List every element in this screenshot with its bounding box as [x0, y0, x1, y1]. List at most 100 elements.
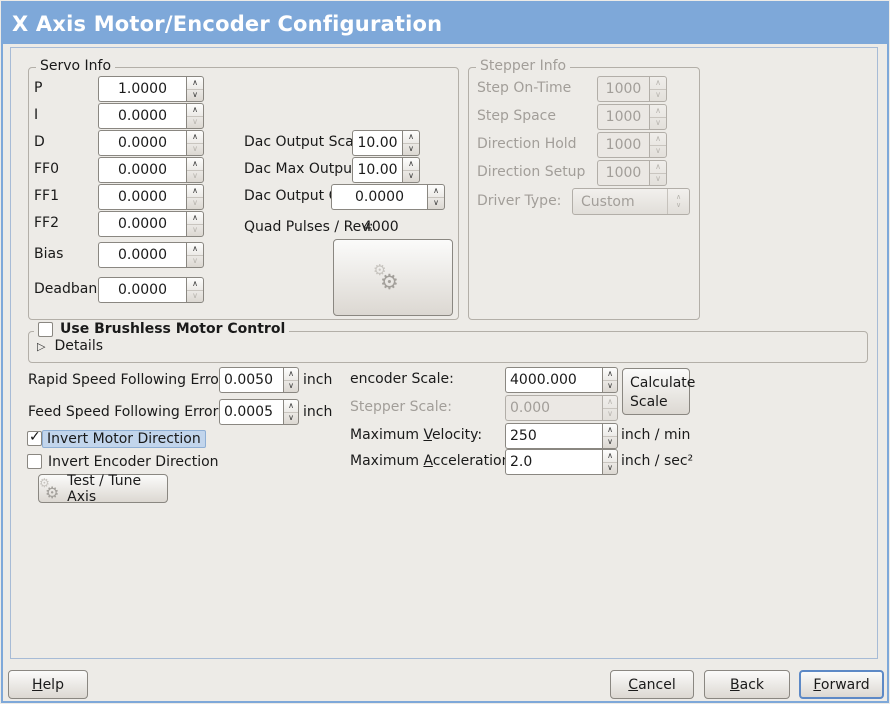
dac-max-output-spinbox[interactable]	[352, 157, 420, 183]
invert-motor-checkbox[interactable]	[27, 429, 42, 446]
spin-up-icon[interactable]	[187, 278, 203, 291]
spin-up-icon[interactable]	[187, 131, 203, 144]
details-label: Details	[54, 338, 104, 354]
gears-icon	[372, 259, 404, 297]
d-spinbox[interactable]	[98, 130, 204, 156]
spin-down-icon[interactable]	[403, 144, 419, 156]
spin-up-icon[interactable]	[603, 424, 617, 437]
ff1-spinbox[interactable]	[98, 184, 204, 210]
max-accel-spinbox[interactable]	[505, 449, 618, 475]
brushless-frame: Use Brushless Motor Control ▷ Details	[28, 321, 868, 363]
details-expander[interactable]: ▷ Details	[37, 338, 103, 354]
i-input[interactable]	[98, 103, 186, 129]
max-velocity-spinbox[interactable]	[505, 423, 618, 449]
spin-down-icon[interactable]	[603, 381, 617, 393]
spin-down-icon[interactable]	[187, 171, 203, 183]
spin-down-icon[interactable]	[187, 90, 203, 102]
p-spinbox[interactable]	[98, 76, 204, 102]
max-velocity-input[interactable]	[505, 423, 602, 449]
spin-up-icon[interactable]	[187, 104, 203, 117]
dac-output-scale-spinner	[402, 130, 420, 156]
spin-down-icon[interactable]	[603, 463, 617, 475]
stepper-scale-spinner	[602, 395, 618, 421]
ff0-spinner	[186, 157, 204, 183]
bias-label: Bias	[34, 246, 64, 262]
spin-up-icon[interactable]	[187, 185, 203, 198]
spin-down-icon[interactable]	[187, 144, 203, 156]
spin-down-icon	[650, 146, 666, 158]
bias-spinbox[interactable]	[98, 242, 204, 268]
max-accel-input[interactable]	[505, 449, 602, 475]
ff2-label: FF2	[34, 215, 60, 231]
deadband-spinner	[186, 277, 204, 303]
spin-up-icon[interactable]	[403, 158, 419, 171]
spin-up-icon[interactable]	[603, 368, 617, 381]
spin-up-icon[interactable]	[284, 400, 298, 413]
spin-down-icon[interactable]	[428, 198, 444, 210]
max-accel-label: Maximum Acceleration:	[350, 453, 516, 469]
i-spinbox[interactable]	[98, 103, 204, 129]
direction-hold-input	[597, 132, 649, 158]
spin-down-icon[interactable]	[603, 437, 617, 449]
ff1-input[interactable]	[98, 184, 186, 210]
ff0-spinbox[interactable]	[98, 157, 204, 183]
dac-output-offset-spinbox[interactable]	[331, 184, 445, 210]
step-on-time-input	[597, 76, 649, 102]
spin-down-icon[interactable]	[284, 381, 298, 393]
spin-down-icon[interactable]	[187, 198, 203, 210]
dac-max-output-input[interactable]	[352, 157, 402, 183]
use-brushless-checkbox[interactable]	[38, 321, 53, 337]
open-loop-servo-test-button[interactable]	[333, 239, 453, 316]
content-panel	[10, 47, 878, 659]
direction-hold-spinner	[649, 132, 667, 158]
encoder-scale-input[interactable]	[505, 367, 602, 393]
spin-up-icon[interactable]	[403, 131, 419, 144]
test-tune-axis-button[interactable]: Test / Tune Axis	[38, 473, 168, 505]
spin-up-icon[interactable]	[187, 243, 203, 256]
spin-down-icon[interactable]	[284, 413, 298, 425]
invert-motor-label[interactable]: Invert Motor Direction	[42, 430, 206, 448]
spin-down-icon[interactable]	[403, 171, 419, 183]
help-button[interactable]: Help	[8, 670, 88, 699]
spin-up-icon[interactable]	[187, 77, 203, 90]
ff0-input[interactable]	[98, 157, 186, 183]
p-input[interactable]	[98, 76, 186, 102]
deadband-spinbox[interactable]	[98, 277, 204, 303]
calculate-scale-button[interactable]: Calculate Scale	[622, 368, 695, 415]
spin-down-icon[interactable]	[187, 256, 203, 268]
rapid-error-spinbox[interactable]	[219, 367, 299, 393]
spin-up-icon[interactable]	[428, 185, 444, 198]
encoder-scale-spinbox[interactable]	[505, 367, 618, 393]
combo-arrows-icon: ∧∨	[667, 189, 689, 214]
back-button[interactable]: Back	[704, 670, 790, 699]
spin-up-icon[interactable]	[187, 212, 203, 225]
invert-encoder-label[interactable]: Invert Encoder Direction	[48, 454, 219, 470]
rapid-error-input[interactable]	[219, 367, 283, 393]
spin-up-icon[interactable]	[603, 450, 617, 463]
spin-up-icon[interactable]	[284, 368, 298, 381]
calculate-scale-line: Calculate	[630, 375, 696, 391]
feed-error-spinbox[interactable]	[219, 399, 299, 425]
forward-button[interactable]: Forward	[799, 670, 884, 699]
stepper-scale-label: Stepper Scale:	[350, 399, 452, 415]
dac-output-scale-input[interactable]	[352, 130, 402, 156]
dac-output-scale-spinbox[interactable]	[352, 130, 420, 156]
ff2-spinbox[interactable]	[98, 211, 204, 237]
feed-error-label: Feed Speed Following Error:	[28, 404, 223, 420]
deadband-input[interactable]	[98, 277, 186, 303]
spin-up-icon[interactable]	[187, 158, 203, 171]
spin-down-icon	[650, 118, 666, 130]
step-space-spinner	[649, 104, 667, 130]
dac-max-output-spinner	[402, 157, 420, 183]
spin-down-icon[interactable]	[187, 117, 203, 129]
spin-down-icon[interactable]	[187, 291, 203, 303]
spin-down-icon[interactable]	[187, 225, 203, 237]
spin-up-icon	[603, 396, 617, 409]
d-input[interactable]	[98, 130, 186, 156]
invert-encoder-checkbox[interactable]	[27, 454, 42, 469]
bias-input[interactable]	[98, 242, 186, 268]
feed-error-input[interactable]	[219, 399, 283, 425]
dac-output-offset-input[interactable]	[331, 184, 427, 210]
cancel-button[interactable]: Cancel	[610, 670, 694, 699]
ff2-input[interactable]	[98, 211, 186, 237]
